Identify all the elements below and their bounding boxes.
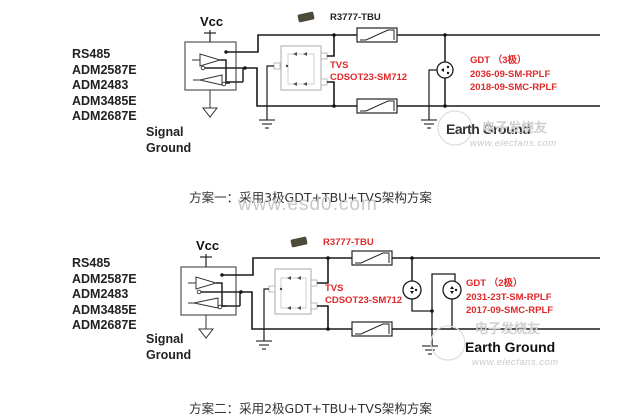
chip-name: ADM2483 — [72, 287, 129, 301]
gdt-label: GDT （2极） 2031-23T-SM-RPLF 2017-09-SMC-RP… — [466, 278, 554, 316]
tvs-diode-icons — [287, 276, 301, 310]
tvs-package — [280, 45, 322, 91]
elecfans-watermark-logo — [437, 110, 473, 146]
elecfans-watermark-logo — [430, 325, 466, 361]
gdt-2pole-icon — [402, 280, 422, 300]
line-a-wire — [222, 257, 600, 276]
elecfans-watermark-cn: 电子发烧友 — [482, 120, 548, 135]
chip-list: RS485 ADM2587E ADM2483 ADM3485E ADM2687E — [72, 256, 137, 334]
chip-name: ADM3485E — [72, 302, 137, 317]
tbu-chip-photo — [290, 236, 308, 248]
tbu-label: R3777-TBU — [330, 12, 381, 23]
earth-ground-label: Earth Ground — [465, 339, 556, 355]
tvs-label: TVS CDSOT23-SM712 — [325, 283, 403, 306]
chip-list: RS485 ADM2587E ADM2483 ADM3485E ADM2687E — [72, 47, 137, 125]
circuit-schematic-2 — [180, 236, 600, 361]
chip-name: RS485 — [72, 256, 111, 270]
tbu-chip-photo — [297, 11, 315, 23]
receiver-triangle-icon — [199, 74, 223, 86]
gdt-2pole-icon — [442, 280, 462, 300]
earth-ground-label: Earth Ground — [446, 121, 531, 137]
tbu-label: R3777-TBU — [323, 237, 374, 248]
tvs-label: TVS CDSOT23-SM712 — [330, 60, 408, 83]
tvs-package — [274, 268, 312, 315]
receiver-triangle-icon — [193, 297, 219, 309]
chip-name: ADM3485E — [72, 93, 137, 108]
esd-watermark: www.esd0.com — [238, 194, 378, 215]
line-b-wire — [241, 291, 600, 330]
signal-ground-icon — [201, 107, 219, 118]
signal-ground-icon — [197, 328, 215, 339]
caption-scheme-2: 方案二：采用2极GDT+TBU+TVS架构方案 — [189, 401, 432, 416]
vcc-label: Vcc — [196, 238, 220, 253]
chip-name: ADM2483 — [72, 78, 129, 92]
tvs-diode-icons — [293, 52, 307, 86]
circuit-schematic-1 — [184, 11, 600, 146]
signal-ground-label: Signal Ground — [146, 125, 192, 155]
elecfans-watermark-url: www.elecfans.com — [470, 138, 557, 149]
gdt-label: GDT （3极） 2036-09-SM-RPLF 2018-09-SMC-RPL… — [470, 55, 558, 93]
chip-name: ADM2687E — [72, 318, 137, 332]
driver-triangle-icon — [195, 276, 218, 290]
signal-ground-label: Signal Ground — [146, 332, 192, 362]
chip-name: ADM2587E — [72, 62, 137, 77]
vcc-label: Vcc — [200, 14, 224, 29]
line-a-wire — [226, 34, 600, 53]
diagram-3pole-gdt: Vcc RS485 ADM2587E ADM2483 ADM3485E ADM2… — [0, 0, 621, 205]
transceiver-box — [180, 266, 237, 316]
caption-scheme-1: 方案一：采用3极GDT+TBU+TVS架构方案 — [189, 190, 432, 205]
gdt-3pole-icon — [436, 61, 454, 79]
chip-name: ADM2587E — [72, 271, 137, 286]
diagram-2pole-gdt: Vcc RS485 ADM2587E ADM2483 ADM3485E ADM2… — [0, 226, 621, 419]
elecfans-watermark-cn: 电子发烧友 — [475, 321, 541, 336]
chip-name: ADM2687E — [72, 109, 137, 123]
chip-name: RS485 — [72, 47, 111, 61]
driver-triangle-icon — [199, 53, 222, 67]
elecfans-watermark-url: www.elecfans.com — [472, 357, 559, 368]
enable-bubble-icon — [200, 65, 206, 71]
enable-bubble-icon — [196, 289, 202, 295]
